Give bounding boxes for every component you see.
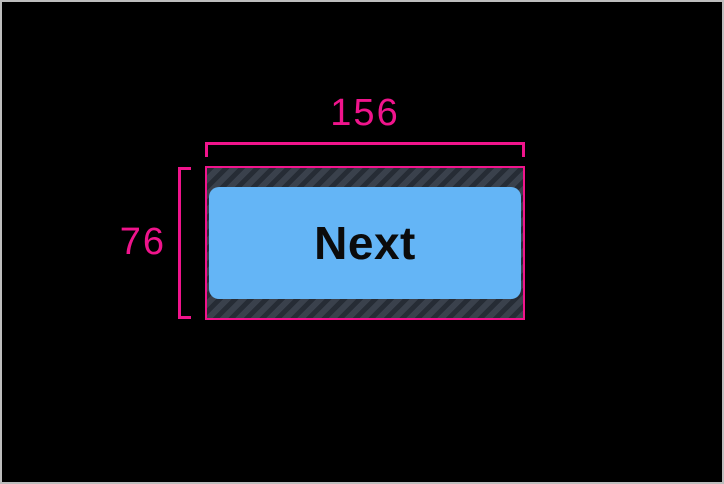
height-dimension-bracket [178, 167, 191, 319]
height-dimension-label: 76 [119, 221, 166, 263]
next-button-label: Next [314, 217, 416, 269]
width-dimension-bracket [205, 142, 525, 157]
width-dimension-label: 156 [330, 92, 400, 134]
touch-target-hatched-area: Next [205, 166, 525, 320]
next-button[interactable]: Next [209, 187, 521, 299]
